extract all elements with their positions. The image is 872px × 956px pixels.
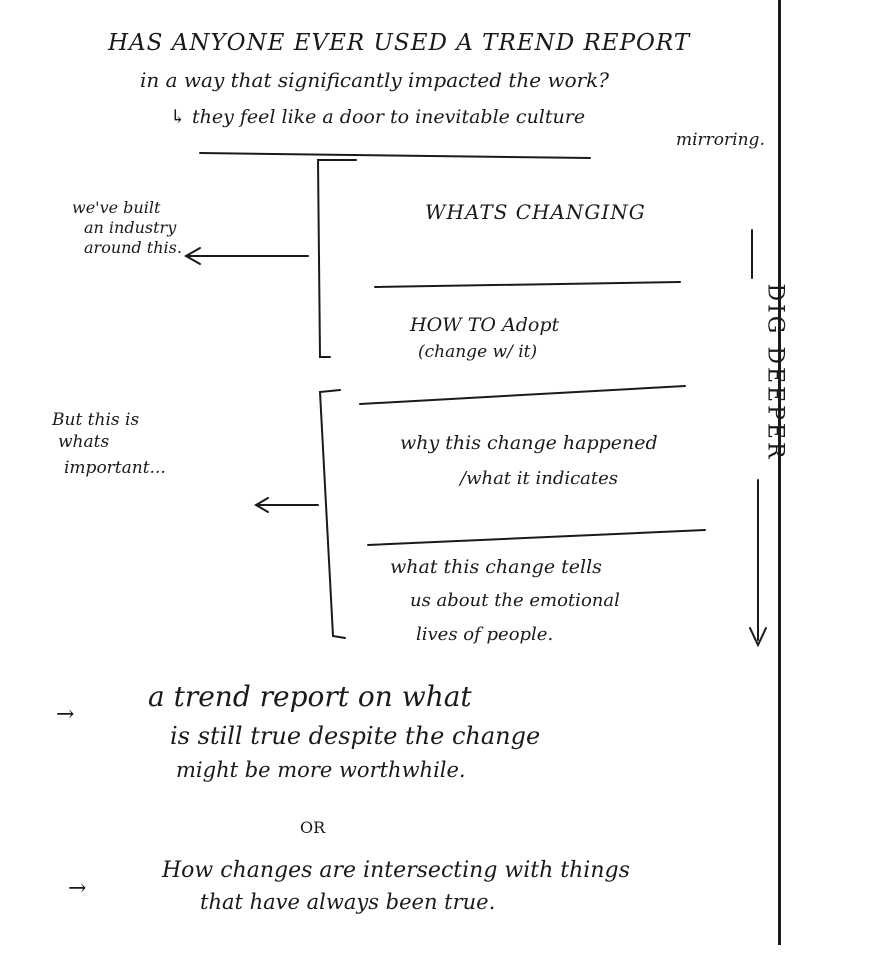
header-line-3: ↳ they feel like a door to inevitable cu… [170,106,586,128]
note-industry-1: we've built [72,198,161,217]
conclusion-para1-2: is still true despite the change [170,722,541,750]
header-underline [199,152,591,159]
bracket-top [316,159,357,358]
note-industry-3: around this. [84,238,182,257]
stack-how-to-adopt-a: HOW TO Adopt [410,314,560,336]
stack-what-tells-c: lives of people. [416,624,554,645]
header-line-2: in a way that significantly impacted the… [140,68,610,92]
dig-deeper-arrow [749,479,767,648]
stack-whats-changing: WHATS CHANGING [425,200,646,224]
stack-how-to-adopt-b: (change w/ it) [418,342,538,362]
header-line-3b: mirroring. [676,130,765,150]
conclusion-arrow-1: → [56,702,75,727]
divider-1 [374,281,681,288]
conclusion-or: OR [300,818,326,837]
bracket-bottom [318,389,346,639]
note-important-3: important... [64,458,166,478]
header-line-1: HAS ANYONE EVER USED A TREND REPORT [108,30,691,56]
note-important-2: whats [58,432,110,452]
conclusion-para2-1: How changes are intersecting with things [162,858,630,883]
stack-what-tells-a: what this change tells [390,556,602,578]
conclusion-para2-2: that have always been true. [200,890,496,914]
stack-why-change-a: why this change happened [400,432,658,454]
note-industry-2: an industry [84,218,177,237]
conclusion-arrow-2: → [68,876,87,901]
divider-3 [367,529,706,546]
stack-what-tells-b: us about the emotional [410,590,620,611]
conclusion-para1-3: might be more worthwhile. [176,758,466,782]
conclusion-para1-1: a trend report on what [148,680,472,713]
note-important-1: But this is [52,410,140,430]
stack-why-change-b: /what it indicates [460,468,619,489]
arrow-important [254,497,319,513]
side-label-dig-deeper: DIG DEEPER [762,283,788,462]
page-edge [778,0,781,945]
arrow-industry [183,247,309,265]
divider-2 [359,385,686,405]
